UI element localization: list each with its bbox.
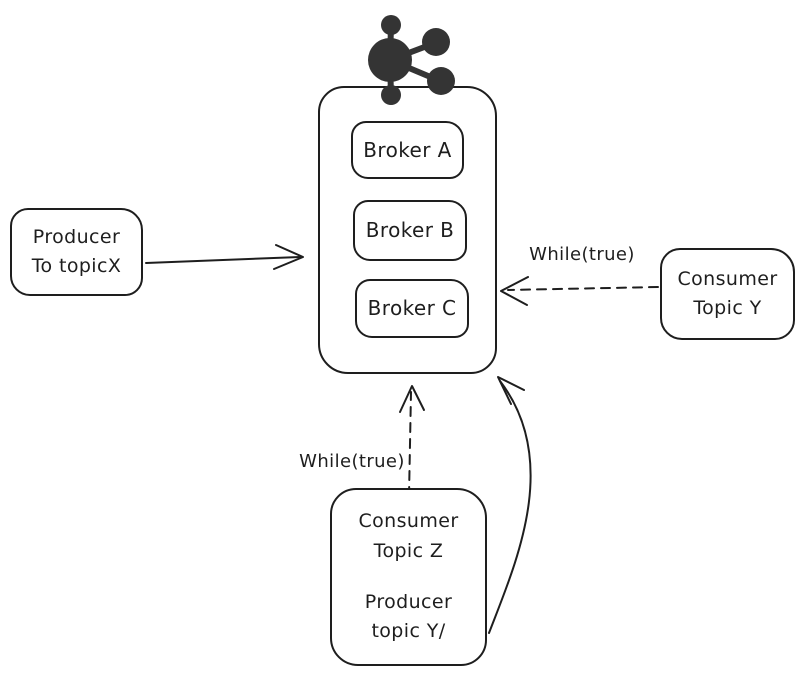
producer-y-curve-arrowhead: [497, 376, 525, 405]
consumer-topicz-line3: Producer: [364, 591, 453, 613]
consumer-z-arrowhead: [399, 385, 425, 413]
consumer-topicz-producer-group: Producer topic Y/: [365, 588, 452, 647]
consumer-topicy-line2: Topic Y: [693, 297, 762, 319]
while-true-label-right: While(true): [529, 244, 635, 265]
producer-arrow-shaft: [145, 256, 301, 264]
while-true-label-bottom: While(true): [299, 451, 405, 472]
consumer-topicz-consumer-group: Consumer Topic Z: [358, 507, 458, 566]
icon-node-top: [381, 15, 401, 35]
icon-node-bottom: [381, 85, 401, 105]
icon-hub-circle: [368, 38, 412, 82]
consumer-topicz-node: Consumer Topic Z Producer topic Y/: [330, 488, 487, 666]
consumer-y-to-cluster-arrow: [500, 276, 659, 306]
producer-arrowhead: [273, 244, 304, 270]
consumer-topicz-line1: Consumer: [358, 510, 459, 533]
consumer-y-arrow-shaft: [507, 286, 659, 291]
consumer-topicy-node: Consumer Topic Y: [660, 248, 795, 340]
icon-node-lower-right: [427, 67, 455, 95]
broker-a-label: Broker A: [363, 137, 452, 162]
producer-topicx-line2: To topicX: [31, 255, 122, 277]
consumer-topicz-line4: topic Y/: [371, 620, 446, 643]
producer-y-curve-shaft: [488, 380, 532, 634]
consumer-topicz-line2: Topic Z: [373, 539, 444, 562]
consumer-z-to-cluster-arrow: [399, 385, 425, 497]
producer-to-cluster-arrow: [145, 244, 304, 270]
broker-c-label: Broker C: [367, 296, 457, 320]
broker-b-node: Broker B: [353, 200, 467, 261]
consumer-y-arrowhead: [500, 276, 529, 306]
network-nodes-icon-group: [368, 15, 455, 105]
broker-a-node: Broker A: [351, 121, 464, 179]
broker-b-label: Broker B: [365, 218, 455, 242]
producer-topicx-node: Producer To topicX: [10, 208, 143, 296]
consumer-topicy-line1: Consumer: [677, 267, 778, 290]
producer-y-curve-arrow: [488, 376, 532, 634]
broker-c-node: Broker C: [355, 279, 469, 338]
icon-node-upper-right: [422, 28, 450, 56]
producer-topicx-line1: Producer: [32, 225, 121, 248]
consumer-z-arrow-shaft: [408, 391, 412, 497]
